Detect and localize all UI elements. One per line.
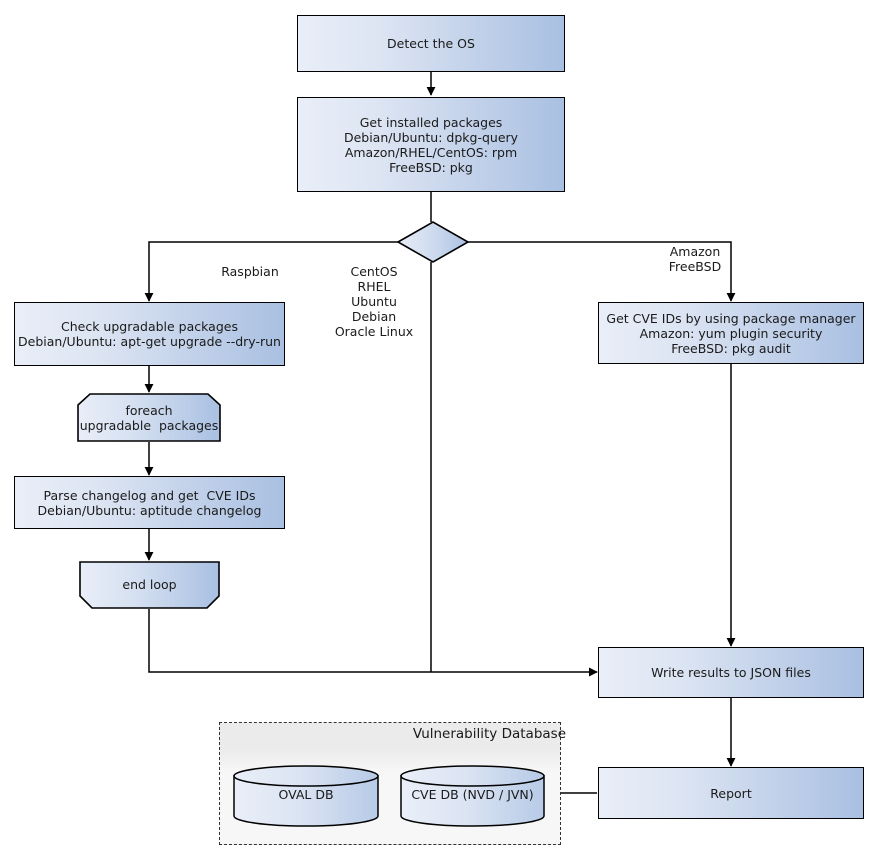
- node-get-cve-ids[interactable]: Get CVE IDs by using package manager Ama…: [598, 302, 864, 364]
- node-report[interactable]: Report: [598, 767, 864, 819]
- node-oval-db[interactable]: OVAL DB: [233, 765, 379, 827]
- vulnerability-database-title: Vulnerability Database: [412, 726, 566, 742]
- oval-db-cylinder-shape: [233, 765, 379, 827]
- node-detect-the-os[interactable]: Detect the OS: [297, 15, 565, 72]
- node-end-loop-label: end loop: [122, 577, 177, 592]
- node-parse-changelog[interactable]: Parse changelog and get CVE IDs Debian/U…: [14, 476, 285, 529]
- node-foreach-loop[interactable]: foreach upgradable packages: [77, 393, 221, 442]
- node-os-decision[interactable]: [396, 220, 470, 264]
- node-write-results-label: Write results to JSON files: [651, 665, 811, 680]
- node-cve-db-label: CVE DB (NVD / JVN): [411, 787, 534, 802]
- branch-label-amazon-freebsd: Amazon FreeBSD: [668, 244, 722, 274]
- node-parse-changelog-label: Parse changelog and get CVE IDs Debian/U…: [37, 487, 262, 518]
- foreach-loop-shape: [77, 393, 221, 442]
- branch-label-center: CentOS RHEL Ubuntu Debian Oracle Linux: [334, 264, 414, 339]
- node-check-upgradable-packages-label: Check upgradable packages Debian/Ubuntu:…: [18, 319, 281, 349]
- node-report-label: Report: [710, 785, 752, 801]
- node-cve-db[interactable]: CVE DB (NVD / JVN): [400, 765, 545, 827]
- end-loop-shape: [79, 561, 220, 609]
- node-write-results[interactable]: Write results to JSON files: [598, 647, 864, 698]
- edge-endloop-to-write: [148, 609, 598, 677]
- node-foreach-loop-label: foreach upgradable packages: [79, 403, 219, 433]
- node-get-installed-packages-label: Get installed packages Debian/Ubuntu: dp…: [343, 114, 519, 175]
- node-detect-the-os-label: Detect the OS: [387, 36, 475, 51]
- cve-db-cylinder-shape: [400, 765, 545, 827]
- node-oval-db-label: OVAL DB: [278, 787, 334, 802]
- node-get-installed-packages[interactable]: Get installed packages Debian/Ubuntu: dp…: [297, 97, 565, 192]
- node-check-upgradable-packages[interactable]: Check upgradable packages Debian/Ubuntu:…: [14, 302, 285, 366]
- node-get-cve-ids-label: Get CVE IDs by using package manager Ama…: [606, 310, 856, 356]
- node-end-loop[interactable]: end loop: [79, 561, 220, 609]
